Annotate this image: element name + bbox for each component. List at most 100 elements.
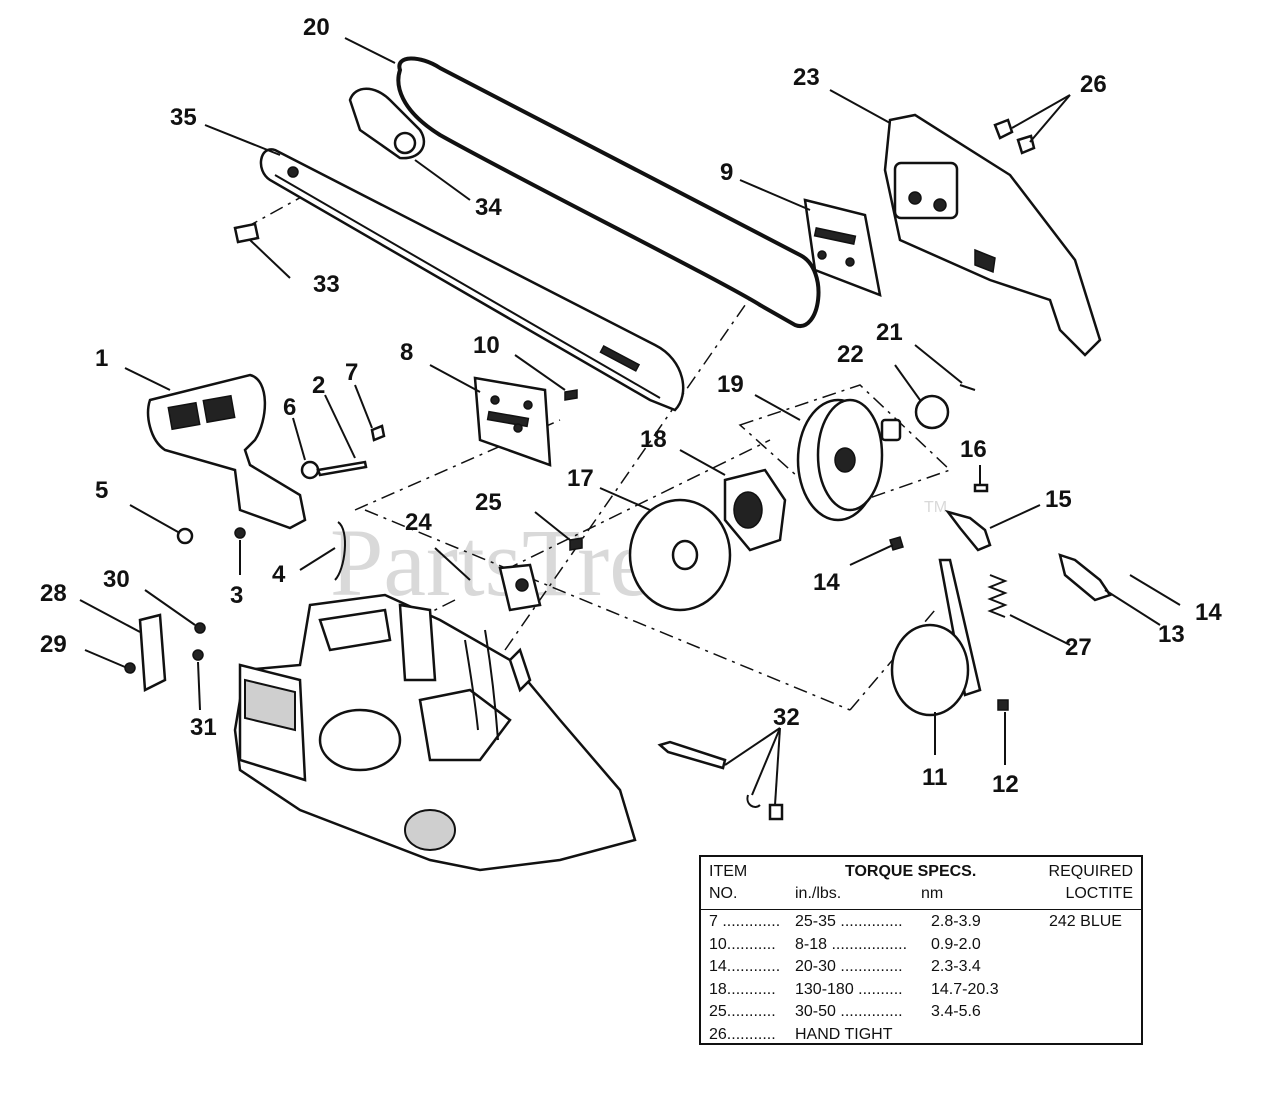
clutch-drum bbox=[796, 398, 884, 522]
cell-nm: 2.8-3.9 bbox=[931, 913, 981, 930]
callout-34: 34 bbox=[475, 194, 502, 221]
callout-29: 29 bbox=[40, 631, 67, 658]
bracket-13 bbox=[1058, 553, 1112, 602]
header-required: REQUIRED bbox=[1048, 863, 1133, 880]
leader-lines bbox=[79, 37, 1181, 806]
engine-housing bbox=[233, 593, 637, 872]
brake-band bbox=[890, 558, 982, 717]
header-unit-nm: nm bbox=[921, 885, 944, 902]
table-header: ITEM NO. TORQUE SPECS. in./lbs. nm REQUI… bbox=[701, 857, 1141, 910]
callout-17: 17 bbox=[567, 465, 594, 492]
spring-27 bbox=[987, 574, 1008, 618]
torque-specs-table: ITEM NO. TORQUE SPECS. in./lbs. nm REQUI… bbox=[699, 855, 1143, 1045]
cell-item: 25........... bbox=[709, 1003, 776, 1021]
chain-brake-handle bbox=[146, 373, 307, 530]
callout-6: 6 bbox=[283, 394, 296, 421]
callout-12: 12 bbox=[992, 771, 1019, 798]
cell-nm: 14.7-20.3 bbox=[931, 980, 999, 998]
header-torque-specs: TORQUE SPECS. bbox=[845, 863, 977, 880]
callout-2: 2 bbox=[312, 372, 325, 399]
bolt-32 bbox=[657, 740, 784, 821]
washer-21 bbox=[914, 394, 950, 430]
bearing-22 bbox=[880, 418, 902, 442]
bolt-33 bbox=[233, 222, 260, 244]
table-row: 18........... 130-180 .......... 14.7-20… bbox=[709, 979, 1139, 1002]
callout-28: 28 bbox=[40, 580, 67, 607]
table-body: 7 ............. 25-35 .............. 2.8… bbox=[709, 911, 1139, 1047]
watermark-trademark: TM bbox=[924, 499, 947, 516]
callout-20: 20 bbox=[303, 14, 330, 41]
screw-10 bbox=[564, 389, 578, 401]
screw-31 bbox=[192, 649, 204, 661]
callout-11: 11 bbox=[922, 764, 947, 791]
side-plate-9 bbox=[803, 198, 882, 297]
callout-35: 35 bbox=[170, 104, 197, 131]
callout-22: 22 bbox=[837, 341, 864, 368]
nut-6 bbox=[300, 460, 320, 480]
cell-in-lbs: 30-50 .............. bbox=[795, 1003, 903, 1021]
saw-chain bbox=[396, 56, 821, 328]
header-unit-in-lbs: in./lbs. bbox=[795, 885, 842, 902]
callout-26: 26 bbox=[1080, 71, 1107, 98]
callout-33: 33 bbox=[313, 271, 340, 298]
callout-4: 4 bbox=[272, 561, 286, 588]
callout-10: 10 bbox=[473, 332, 500, 359]
callout-24: 24 bbox=[405, 509, 432, 536]
cell-in-lbs: 8-18 ................. bbox=[795, 935, 908, 953]
callout-9: 9 bbox=[720, 159, 733, 186]
callout-19: 19 bbox=[717, 371, 744, 398]
callout-14b: 14 bbox=[1195, 599, 1222, 626]
screw-25 bbox=[569, 537, 583, 551]
cell-item: 10........... bbox=[709, 935, 776, 953]
screw-14 bbox=[889, 536, 904, 551]
cell-in-lbs: 20-30 .............. bbox=[795, 958, 903, 976]
pin-3 bbox=[234, 527, 246, 539]
pin-16 bbox=[973, 483, 989, 493]
cell-nm: 3.4-5.6 bbox=[931, 1003, 981, 1021]
callout-3: 3 bbox=[230, 582, 243, 609]
screw-5 bbox=[176, 527, 194, 545]
spring-4 bbox=[334, 521, 346, 581]
table-row: 10........... 8-18 ................. 0.9… bbox=[709, 934, 1139, 957]
pin-2 bbox=[316, 460, 368, 477]
cell-item: 26........... bbox=[709, 1025, 776, 1043]
nut-26b bbox=[1016, 134, 1036, 155]
header-item: ITEM bbox=[709, 863, 748, 880]
table-row: 7 ............. 25-35 .............. 2.8… bbox=[709, 911, 1139, 934]
table-row: 25........... 30-50 .............. 3.4-5… bbox=[709, 1001, 1139, 1024]
callout-15: 15 bbox=[1045, 486, 1072, 513]
clutch bbox=[723, 468, 787, 552]
screw-30 bbox=[194, 622, 206, 634]
cell-in-lbs: 25-35 .............. bbox=[795, 913, 903, 930]
cell-loctite: 242 BLUE bbox=[1049, 913, 1122, 930]
callout-30: 30 bbox=[103, 566, 130, 593]
nut-26a bbox=[993, 118, 1014, 140]
lever-15 bbox=[944, 509, 992, 552]
callout-32: 32 bbox=[773, 704, 800, 731]
cell-in-lbs: 130-180 .......... bbox=[795, 980, 903, 998]
callout-labels: 20 35 34 33 23 26 9 1 2 7 6 8 10 5 3 4 1… bbox=[40, 14, 1222, 798]
callout-16: 16 bbox=[960, 436, 987, 463]
bar-tip-cover bbox=[348, 87, 426, 160]
screw-7 bbox=[370, 424, 386, 442]
cell-item: 14............ bbox=[709, 958, 781, 976]
header-loctite: LOCTITE bbox=[1065, 885, 1133, 902]
guide-bar bbox=[259, 148, 685, 412]
callout-8: 8 bbox=[400, 339, 413, 366]
callout-14a: 14 bbox=[813, 569, 840, 596]
callout-31: 31 bbox=[190, 714, 217, 741]
callout-23: 23 bbox=[793, 64, 820, 91]
callout-7: 7 bbox=[345, 359, 358, 386]
callout-5: 5 bbox=[95, 477, 108, 504]
cell-item: 18........... bbox=[709, 980, 776, 998]
callout-13: 13 bbox=[1158, 621, 1185, 648]
table-row: 26........... HAND TIGHT bbox=[709, 1024, 1139, 1047]
cell-nm: 2.3-3.4 bbox=[931, 958, 981, 976]
cell-item: 7 ............. bbox=[709, 913, 781, 930]
header-no: NO. bbox=[709, 885, 738, 902]
plate-28 bbox=[138, 613, 167, 692]
callout-27: 27 bbox=[1065, 634, 1092, 661]
callout-1: 1 bbox=[95, 345, 108, 372]
table-row: 14............ 20-30 .............. 2.3-… bbox=[709, 956, 1139, 979]
